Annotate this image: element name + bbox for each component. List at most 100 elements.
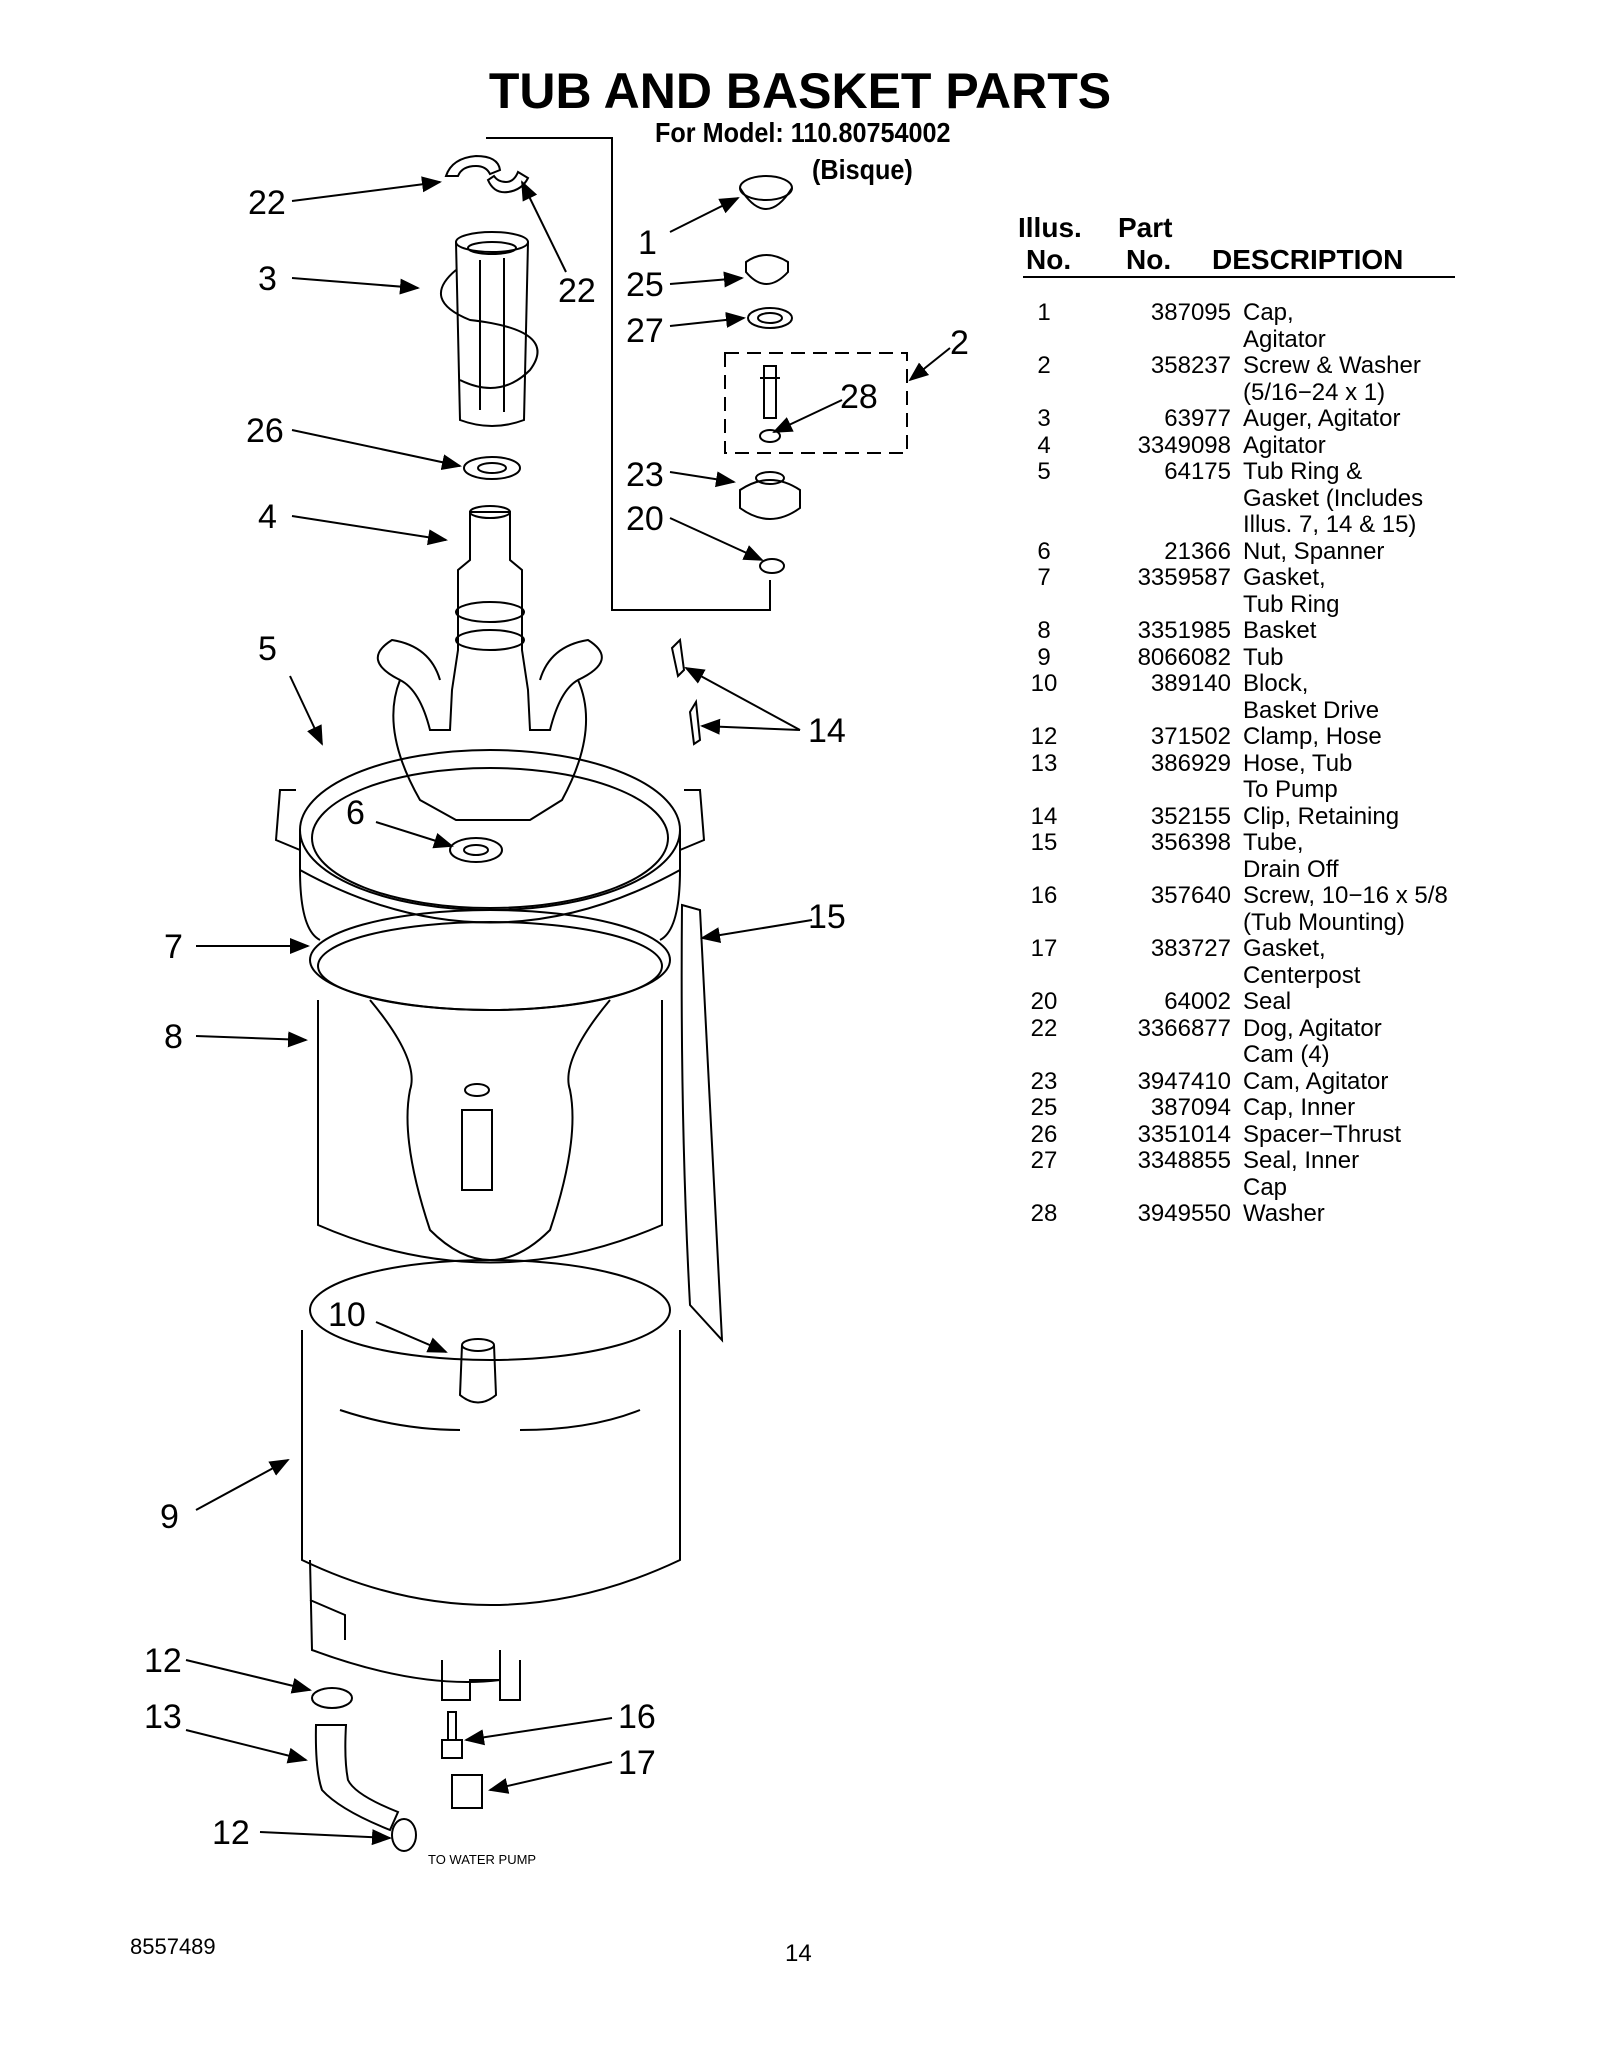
illus-number: 13 <box>1030 749 1058 777</box>
part-number: 3351014 <box>1137 1120 1231 1148</box>
illus-number: 27 <box>1030 1147 1058 1174</box>
callout-27: 27 <box>626 312 664 350</box>
auger-part <box>439 231 539 427</box>
part-description: Screw & Washer (5/16−24 x 1) <box>1243 352 1421 406</box>
agitator-cap-part <box>739 175 793 201</box>
part-number: 3348855 <box>1137 1147 1231 1174</box>
header-description: DESCRIPTION <box>1212 244 1404 275</box>
tub-screw-part <box>441 1711 463 1759</box>
part-description: Tub Ring & Gasket (Includes Illus. 7, 14… <box>1243 458 1424 538</box>
inner-cap-seal-part <box>747 307 793 329</box>
callout-10: 10 <box>328 1296 366 1334</box>
screw-part <box>760 365 780 419</box>
illus-number: 8 <box>1037 617 1051 644</box>
inner-cap-part <box>745 254 789 285</box>
callout-23: 23 <box>626 456 664 494</box>
thrust-spacer-part <box>463 456 521 480</box>
part-description: Cam, Agitator <box>1243 1067 1389 1095</box>
part-number: 3359587 <box>1137 564 1231 591</box>
header-illus-bottom: No. <box>1026 244 1072 275</box>
illus-number: 15 <box>1030 829 1058 856</box>
illus-number: 20 <box>1030 988 1058 1015</box>
callout-25: 25 <box>626 266 664 304</box>
part-number: 64002 <box>1164 988 1231 1015</box>
part-description: Gasket, Tub Ring <box>1243 564 1340 618</box>
part-description: Washer <box>1243 1200 1325 1227</box>
model-number: For Model: 110.80754002 <box>655 117 951 148</box>
callout-20: 20 <box>626 500 664 538</box>
callout-7: 7 <box>164 928 183 966</box>
part-description: Gasket, Centerpost <box>1243 935 1361 989</box>
basket-part <box>317 999 663 1264</box>
page-number: 14 <box>785 1940 812 1967</box>
drain-tube-part <box>680 903 724 1343</box>
part-description: Cap, Agitator <box>1243 299 1326 353</box>
tub-ring-part <box>274 749 706 941</box>
part-number: 386929 <box>1150 749 1231 777</box>
part-description: Hose, Tub To Pump <box>1243 749 1353 803</box>
part-number: 387095 <box>1150 299 1231 326</box>
table-row: 8 3351985 Basket <box>1023 617 1463 645</box>
part-description: Seal <box>1243 988 1292 1015</box>
hose-clamp-part <box>311 1687 353 1709</box>
part-description: Spacer−Thrust <box>1243 1120 1402 1148</box>
part-description: Clamp, Hose <box>1243 723 1382 750</box>
callout-14: 14 <box>808 712 846 750</box>
part-number: 357640 <box>1150 882 1231 909</box>
table-row: 6 21366 Nut, Spanner <box>1023 537 1463 566</box>
callout-28: 28 <box>840 378 878 416</box>
part-number: 352155 <box>1150 802 1231 830</box>
part-description: Basket <box>1243 617 1317 644</box>
model-variant: (Bisque) <box>812 154 913 185</box>
document-number: 8557489 <box>130 1934 216 1959</box>
spanner-nut-part <box>449 837 503 863</box>
illus-number: 17 <box>1030 935 1058 962</box>
illus-number: 26 <box>1030 1120 1058 1148</box>
illus-number: 1 <box>1037 299 1051 326</box>
illus-number: 12 <box>1030 723 1058 750</box>
part-number: 3351985 <box>1137 617 1231 644</box>
illus-number: 25 <box>1030 1094 1058 1121</box>
illus-number: 2 <box>1037 352 1051 379</box>
part-description: Block, Basket Drive <box>1243 670 1380 724</box>
callout-1: 1 <box>638 224 657 262</box>
agitator-dog-part <box>444 154 502 177</box>
part-number: 21366 <box>1164 537 1231 565</box>
part-description: Nut, Spanner <box>1243 537 1385 565</box>
part-description: Dog, Agitator Cam (4) <box>1243 1014 1382 1068</box>
retaining-clip-part <box>670 637 686 679</box>
callout-6: 6 <box>346 794 365 832</box>
tub-part <box>301 1259 681 1701</box>
illus-number: 10 <box>1030 670 1058 697</box>
part-description: Agitator <box>1243 431 1326 459</box>
callout-16: 16 <box>618 1698 656 1736</box>
illus-number: 6 <box>1037 537 1051 565</box>
part-description: Clip, Retaining <box>1243 802 1400 830</box>
table-row: 20 64002 Seal <box>1023 988 1463 1016</box>
table-row: 1 387095 Cap, Agitator <box>1023 299 1463 353</box>
hose-part <box>314 1724 400 1832</box>
header-part-bottom: No. <box>1126 244 1172 275</box>
illus-number: 28 <box>1030 1200 1058 1227</box>
part-number: 64175 <box>1164 458 1231 485</box>
callout-9: 9 <box>160 1498 179 1536</box>
callout-26: 26 <box>246 412 284 450</box>
illus-number: 23 <box>1030 1067 1058 1095</box>
part-number: 3366877 <box>1137 1014 1231 1042</box>
part-number: 8066082 <box>1137 643 1231 671</box>
callout-5: 5 <box>258 630 277 668</box>
part-number: 3349098 <box>1137 431 1231 459</box>
